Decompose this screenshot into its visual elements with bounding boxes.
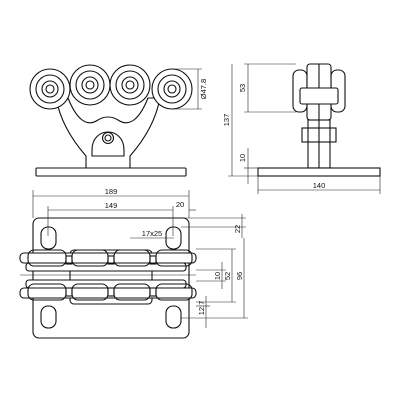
side-view: Ø47.8: [29, 64, 208, 177]
wheel-3: [109, 64, 151, 106]
base-plate-front: [257, 167, 381, 177]
dim-front-137: 137: [222, 114, 231, 127]
wheel-row-lower: [19, 279, 197, 301]
base-plate-side: [35, 167, 187, 177]
dim-slot-size: 17x25: [142, 229, 162, 238]
dim-top-149: 149: [105, 201, 118, 210]
dim-top-96: 96: [235, 272, 244, 280]
dim-top-52: 52: [223, 272, 232, 280]
dim-top-20: 20: [176, 200, 184, 209]
dim-top-10: 10: [213, 272, 222, 280]
bracket-opening: [91, 131, 125, 157]
dim-front-10: 10: [238, 154, 247, 162]
dim-top-22: 22: [233, 225, 242, 233]
pivot-bolt: [101, 131, 115, 145]
slot-top-left: [40, 226, 57, 250]
wheel-4: [151, 68, 193, 110]
dim-front-53: 53: [238, 84, 247, 92]
dim-top-12-7: 12.7: [197, 301, 206, 316]
wheel-1: [29, 68, 71, 110]
front-view: 53 137 10 140: [222, 63, 381, 194]
dim-top-189: 189: [105, 187, 118, 196]
wheel-row-upper: [19, 249, 197, 272]
dim-wheel-diameter: Ø47.8: [199, 79, 208, 99]
slot-bottom-right: [165, 305, 182, 329]
wheel-2: [69, 64, 111, 106]
top-view: 189 149 20 17x25 22 10 52 96 12.7: [19, 187, 248, 339]
dim-front-140: 140: [313, 181, 326, 190]
slot-bottom-left: [40, 305, 57, 329]
top-plate: [32, 217, 190, 339]
